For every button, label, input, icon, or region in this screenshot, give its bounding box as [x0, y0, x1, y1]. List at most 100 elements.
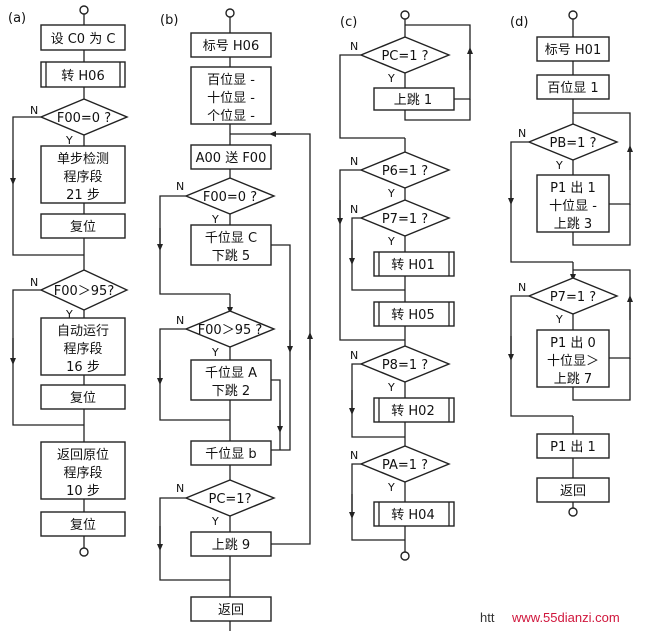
- display-dash-line1: 百位显 -: [207, 73, 255, 88]
- yes-label-d1: Y: [555, 159, 563, 172]
- start-terminal-b: [225, 8, 235, 18]
- panel-b: 标号 H06 百位显 - 十位显 - 个位显 - A00 送 F00 F00=0…: [157, 8, 313, 631]
- p7-action-line2: 十位显＞: [547, 354, 599, 369]
- decision-p7-c-text: P7=1 ?: [382, 212, 428, 227]
- thousand-b-box: [190, 440, 272, 466]
- no-label-d1: N: [518, 127, 526, 140]
- p7-action-line3: 上跳 7: [554, 372, 592, 387]
- end-terminal-d: [568, 507, 578, 517]
- end-terminal-a: [79, 547, 89, 557]
- decision-pc-c-text: PC=1 ?: [381, 49, 428, 64]
- goto-h02-text: 转 H02: [391, 404, 434, 419]
- display-dash-line3: 个位显 -: [207, 109, 255, 124]
- watermark-prefix: htt: [480, 610, 495, 625]
- decision-p8-text: P8=1 ?: [382, 358, 428, 373]
- thousand-b-text: 千位显 b: [205, 447, 256, 462]
- hundred-1-box: [536, 74, 610, 100]
- yes-label-b2: Y: [211, 346, 219, 359]
- return-origin-line2: 程序段: [63, 466, 102, 481]
- no-label-c2: N: [350, 155, 358, 168]
- no-label-c3: N: [350, 203, 358, 216]
- pb-action-line1: P1 出 1: [550, 181, 596, 196]
- decision-pa-text: PA=1 ?: [382, 458, 428, 473]
- yes-label-c1: Y: [387, 72, 395, 85]
- panel-label-c: (c): [340, 15, 357, 30]
- no-label-b1: N: [176, 180, 184, 193]
- thousand-c-line2: 下跳 5: [212, 249, 250, 264]
- yes-label-c2: Y: [387, 187, 395, 200]
- display-dash-box: [190, 66, 272, 125]
- panel-label-d: (d): [510, 15, 528, 30]
- decision-p7-d-text: P7=1 ?: [550, 290, 596, 305]
- no-label-c5: N: [350, 449, 358, 462]
- reset-box-a3: [40, 511, 126, 537]
- no-label-a2: N: [30, 276, 38, 289]
- goto-h05-text: 转 H05: [391, 308, 434, 323]
- step-detect-box: [40, 145, 126, 204]
- p7-action-line1: P1 出 0: [550, 336, 596, 351]
- goto-h04-text: 转 H04: [391, 508, 434, 523]
- return-origin-line1: 返回原位: [57, 448, 109, 463]
- set-c0-text: 设 C0 为 C: [51, 32, 116, 47]
- yes-label-a2: Y: [65, 308, 73, 321]
- decision-f00-gt95-a-text: F00＞95?: [54, 284, 114, 299]
- step-detect-line3: 21 步: [66, 188, 100, 203]
- panel-d: 标号 H01 百位显 1 PB=1 ? N Y P1 出 1 十位显 - 上跳 …: [508, 10, 633, 517]
- return-d-text: 返回: [560, 484, 586, 499]
- label-h06-text: 标号 H06: [203, 39, 259, 54]
- decision-f00-gt95-b-text: F00＞95 ?: [198, 323, 263, 338]
- thousand-a-line2: 下跳 2: [212, 384, 250, 399]
- panel-label-b: (b): [160, 13, 178, 28]
- no-label-c1: N: [350, 40, 358, 53]
- no-label-b3: N: [176, 482, 184, 495]
- reset-text-a1: 复位: [70, 220, 96, 235]
- yes-label-b3: Y: [211, 515, 219, 528]
- start-terminal-d: [568, 10, 578, 20]
- goto-h05-box: [373, 301, 455, 327]
- decision-pc-b-text: PC=1?: [209, 492, 252, 507]
- decision-p6-text: P6=1 ?: [382, 164, 428, 179]
- yes-label-a1: Y: [65, 134, 73, 147]
- return-origin-line3: 10 步: [66, 484, 100, 499]
- up-9-box: [190, 531, 272, 557]
- goto-h01-text: 转 H01: [391, 258, 434, 273]
- start-terminal-a: [79, 5, 89, 15]
- send-a00-box: [190, 144, 272, 170]
- decision-f00-eq0-a-text: F00=0 ?: [57, 111, 111, 126]
- step-detect-line1: 单步检测: [57, 152, 109, 167]
- pb-action-box: [536, 174, 610, 233]
- end-terminal-c: [400, 551, 410, 561]
- auto-run-line1: 自动运行: [57, 324, 109, 339]
- watermark-site: www.55dianzi.com: [511, 610, 620, 625]
- thousand-a-line1: 千位显 A: [205, 366, 257, 381]
- step-detect-line2: 程序段: [63, 170, 102, 185]
- reset-text-a2: 复位: [70, 391, 96, 406]
- goto-h06-text: 转 H06: [61, 69, 104, 84]
- send-a00-text: A00 送 F00: [196, 151, 267, 166]
- p1-out-1-text: P1 出 1: [550, 440, 596, 455]
- thousand-c-line1: 千位显 C: [205, 231, 257, 246]
- thousand-a-box: [190, 359, 272, 401]
- auto-run-box: [40, 317, 126, 376]
- goto-h02-box: [373, 397, 455, 423]
- no-label-d2: N: [518, 281, 526, 294]
- yes-label-b1: Y: [211, 213, 219, 226]
- set-c0-box: [40, 24, 126, 51]
- panel-a: 设 C0 为 C 转 H06 F00=0 ? N Y 单步检测 程序段 21 步…: [10, 5, 129, 557]
- panel-c: PC=1 ? N Y 上跳 1 P6=1 ? N Y P7=1 ? N Y 转 …: [337, 10, 473, 561]
- yes-label-c5: Y: [387, 481, 395, 494]
- p1-out-1-box: [536, 433, 610, 459]
- thousand-c-box: [190, 224, 272, 266]
- panel-label-a: (a): [8, 11, 26, 26]
- goto-h04-box: [373, 501, 455, 527]
- decision-pb-text: PB=1 ?: [550, 136, 597, 151]
- auto-run-line3: 16 步: [66, 360, 100, 375]
- no-label-a1: N: [30, 104, 38, 117]
- no-label-c4: N: [350, 349, 358, 362]
- pb-action-line2: 十位显 -: [549, 199, 597, 214]
- goto-h01-box: [373, 251, 455, 277]
- label-h01-text: 标号 H01: [545, 43, 601, 58]
- start-terminal-c: [400, 10, 410, 20]
- yes-label-d2: Y: [555, 313, 563, 326]
